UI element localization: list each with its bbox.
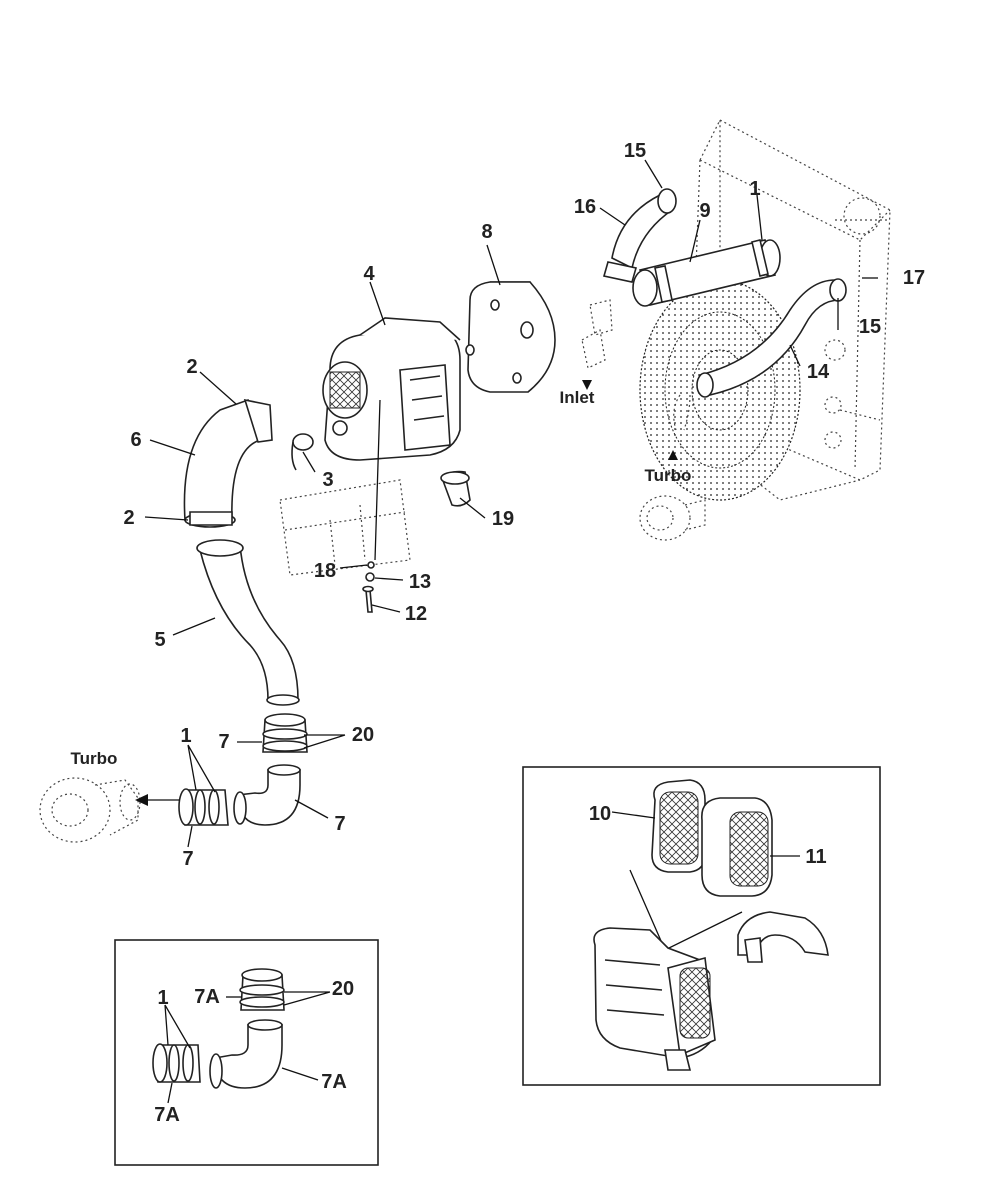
callout-8: 8 xyxy=(481,221,492,243)
callout-3: 3 xyxy=(322,469,333,491)
callout-13: 13 xyxy=(409,571,431,593)
turbo-arrow-icon xyxy=(668,450,678,460)
bolt-12 xyxy=(362,585,374,613)
turbo-label-left: Turbo xyxy=(71,749,118,768)
callout-14: 14 xyxy=(807,361,830,383)
callout-17: 17 xyxy=(903,267,925,289)
inset-filter-elements xyxy=(522,766,881,1086)
callout-1-lower: 1 xyxy=(180,725,191,747)
inset-callout-20: 20 xyxy=(332,978,354,1000)
callout-6: 6 xyxy=(130,429,141,451)
coupler-7-left xyxy=(178,788,229,826)
turbocharger-left xyxy=(39,777,141,843)
callout-7-left: 7 xyxy=(218,731,229,753)
inset-callout-7a-right: 7A xyxy=(321,1071,347,1093)
callout-15-right: 15 xyxy=(859,316,881,338)
cap-19 xyxy=(440,470,471,507)
inset-7a-variant xyxy=(114,939,379,1166)
inset-callout-10: 10 xyxy=(589,803,611,825)
callout-7-bottom: 7 xyxy=(182,848,193,870)
callout-2-lower: 2 xyxy=(123,507,134,529)
callout-5: 5 xyxy=(154,629,165,651)
callout-4: 4 xyxy=(363,263,375,285)
callout-2-upper: 2 xyxy=(186,356,197,378)
nut-18 xyxy=(367,561,375,569)
inset-callout-7a-bottom: 7A xyxy=(154,1104,180,1126)
callout-19: 19 xyxy=(492,508,514,530)
callout-9: 9 xyxy=(699,200,710,222)
plug-3 xyxy=(291,433,314,471)
charge-air-pipe-9 xyxy=(632,239,781,307)
washer-13 xyxy=(365,572,375,582)
turbo-label-right: Turbo xyxy=(645,466,692,485)
shroud-8 xyxy=(465,281,556,393)
callout-1-top: 1 xyxy=(749,178,760,200)
callout-12: 12 xyxy=(405,603,427,625)
hose-16 xyxy=(602,188,677,283)
hose-14 xyxy=(696,278,847,398)
hose-5 xyxy=(196,539,300,706)
inset-callout-7a-left: 7A xyxy=(194,986,220,1008)
inlet-label: Inlet xyxy=(560,388,595,407)
turbocharger-right xyxy=(639,495,706,541)
callout-16: 16 xyxy=(574,196,596,218)
arrow-head-left xyxy=(135,794,148,806)
callout-18: 18 xyxy=(314,560,336,582)
elbow-hose-6 xyxy=(183,398,273,528)
mount-bracket xyxy=(279,479,411,576)
coupler-7-upper xyxy=(262,713,308,753)
elbow-7 xyxy=(233,764,301,826)
callout-7-right: 7 xyxy=(334,813,345,835)
air-cleaner-4 xyxy=(322,317,461,461)
inset-callout-1: 1 xyxy=(157,987,168,1009)
leader-lines xyxy=(144,159,878,848)
callout-15-top: 15 xyxy=(624,140,646,162)
inlet-fitting xyxy=(581,299,691,431)
inset-callout-11: 11 xyxy=(805,846,826,868)
inlet-arrow-icon xyxy=(582,380,592,390)
callout-20: 20 xyxy=(352,724,374,746)
